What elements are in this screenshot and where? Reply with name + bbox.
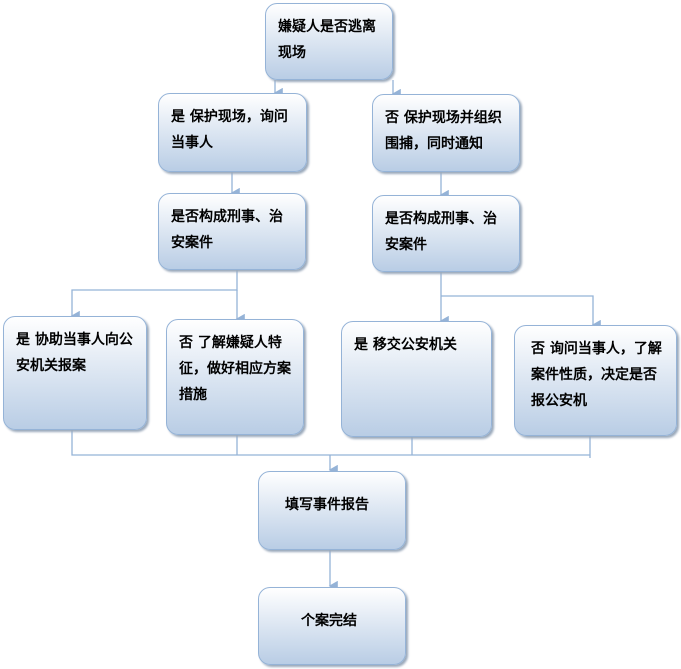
node-crime-check-right: 是否构成刑事、治安案件 bbox=[372, 195, 520, 272]
node-understand-suspect: 否 了解嫌疑人特征，做好相应方案措施 bbox=[166, 319, 304, 435]
arrow-crime-right-no bbox=[441, 295, 601, 331]
node-yes-protect-scene: 是 保护现场，询问当事人 bbox=[158, 93, 307, 172]
node-fill-report: 填写事件报告 bbox=[258, 471, 406, 550]
node-assist-report: 是 协助当事人向公安机关报案 bbox=[3, 316, 147, 430]
node-inquire-parties: 否 询问当事人，了解案件性质，决定是否报公安机 bbox=[514, 325, 677, 436]
node-no-protect-pursue: 否 保护现场并组织围捕，同时通知 bbox=[372, 94, 520, 172]
node-suspect-fled: 嫌疑人是否逃离现场 bbox=[265, 3, 393, 80]
merge-lines bbox=[71, 430, 591, 458]
arrow-crime-left-yes bbox=[70, 270, 238, 322]
node-case-closed: 个案完结 bbox=[258, 587, 406, 665]
node-crime-check-left: 是否构成刑事、治安案件 bbox=[158, 193, 306, 270]
node-transfer-police: 是 移交公安机关 bbox=[341, 321, 492, 437]
